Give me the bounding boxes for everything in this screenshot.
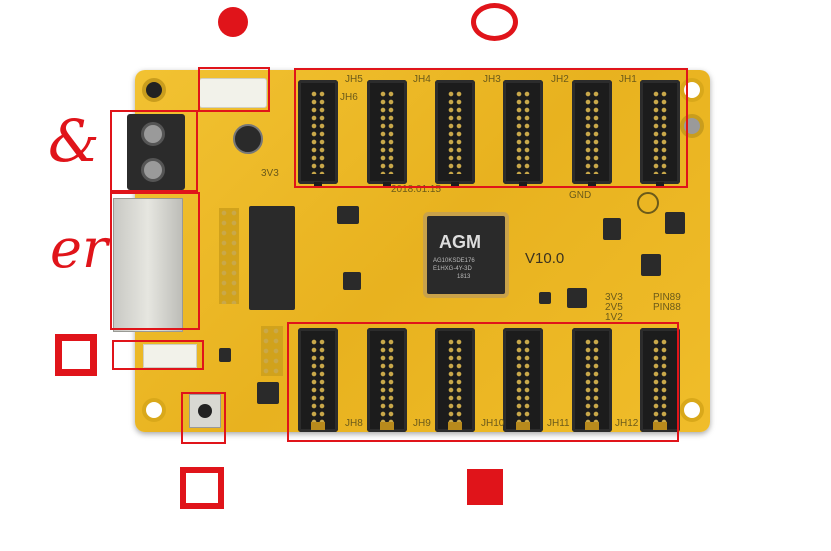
header-bottom xyxy=(435,328,475,432)
highlight-reset-button xyxy=(181,392,226,444)
chip-line: E1HXG-4Y-3D xyxy=(433,266,472,272)
highlight-ethernet xyxy=(110,192,200,330)
small-ic xyxy=(337,206,359,224)
header-label: JH5 xyxy=(345,74,363,85)
header-jh1 xyxy=(640,80,680,188)
chip-line: AG10KSDE176 xyxy=(433,258,475,264)
header-jh6 xyxy=(298,80,338,188)
small-connector xyxy=(143,344,197,368)
inductor xyxy=(539,292,551,304)
terminal-block xyxy=(127,114,185,190)
filled-square-icon xyxy=(467,469,503,505)
mounting-hole xyxy=(680,114,704,138)
hollow-square-icon xyxy=(180,467,224,509)
mounting-hole xyxy=(680,78,704,102)
mounting-hole xyxy=(142,398,166,422)
header-label: JH11 xyxy=(547,418,570,429)
ethernet-phy-chip xyxy=(249,206,295,310)
chip-brand: AGM xyxy=(439,232,481,252)
ethernet-port xyxy=(113,198,183,332)
highlight-small-connector xyxy=(112,340,204,370)
header-jh3 xyxy=(503,80,543,188)
highlight-power-connector xyxy=(198,67,270,112)
highlight-top-headers xyxy=(294,68,688,188)
small-ic xyxy=(219,348,231,362)
screw-icon xyxy=(141,122,165,146)
header-label: JH8 xyxy=(345,418,363,429)
header-label: JH6 xyxy=(340,92,358,103)
capacitor xyxy=(233,124,263,154)
mounting-hole xyxy=(142,78,166,102)
pin-label: 1V2 xyxy=(605,312,623,323)
header-bottom xyxy=(298,328,338,432)
pin-label: PIN89 xyxy=(653,292,681,303)
small-ic xyxy=(257,382,279,404)
board-version: V10.0 xyxy=(525,250,565,267)
header-bottom xyxy=(503,328,543,432)
header-label: JH2 xyxy=(551,74,569,85)
header-jh5 xyxy=(367,80,407,188)
voltage-label: 3V3 xyxy=(261,168,279,179)
small-ic xyxy=(665,212,685,234)
mounting-hole xyxy=(680,398,704,422)
small-ic xyxy=(603,218,621,240)
header-label: JH10 xyxy=(481,418,505,429)
reset-button xyxy=(189,394,221,428)
highlight-terminal-block xyxy=(110,110,198,192)
header-jh2 xyxy=(572,80,612,188)
board-date: 2018.01.15 xyxy=(391,184,442,195)
header-label: JH12 xyxy=(615,418,639,429)
header-bottom xyxy=(367,328,407,432)
hollow-circle-icon xyxy=(471,3,518,41)
small-ic xyxy=(343,272,361,290)
script-letters-symbol: er xyxy=(50,217,108,280)
header-jh4 xyxy=(435,80,475,188)
main-fpga-chip: AGM AG10KSDE176 E1HXG-4Y-3D 1813 xyxy=(427,216,505,294)
power-connector xyxy=(199,78,267,108)
pin-strip xyxy=(219,208,239,304)
screw-icon xyxy=(141,158,165,182)
header-label: JH9 xyxy=(413,418,431,429)
led-controller-board: JH6 JH5 JH4 JH3 JH2 JH1 JH8 JH9 JH10 JH1… xyxy=(113,70,710,432)
pb-free-icon xyxy=(637,192,659,214)
header-label: JH1 xyxy=(619,74,637,85)
gnd-label: GND xyxy=(569,190,592,201)
small-ic xyxy=(567,288,587,308)
hollow-square-icon xyxy=(55,334,97,376)
pin-label: PIN88 xyxy=(653,302,681,313)
pin-label: 3V3 xyxy=(605,292,623,303)
ampersand-symbol: & xyxy=(48,107,100,175)
header-label: JH4 xyxy=(413,74,431,85)
header-label: JH3 xyxy=(483,74,501,85)
chip-line: 1813 xyxy=(457,274,471,280)
filled-circle-icon xyxy=(218,7,248,37)
header-bottom xyxy=(640,328,680,432)
highlight-bottom-headers xyxy=(287,322,679,442)
header-bottom xyxy=(572,328,612,432)
pin-strip xyxy=(261,326,283,376)
pin-label: 2V5 xyxy=(605,302,623,313)
small-ic xyxy=(641,254,661,276)
